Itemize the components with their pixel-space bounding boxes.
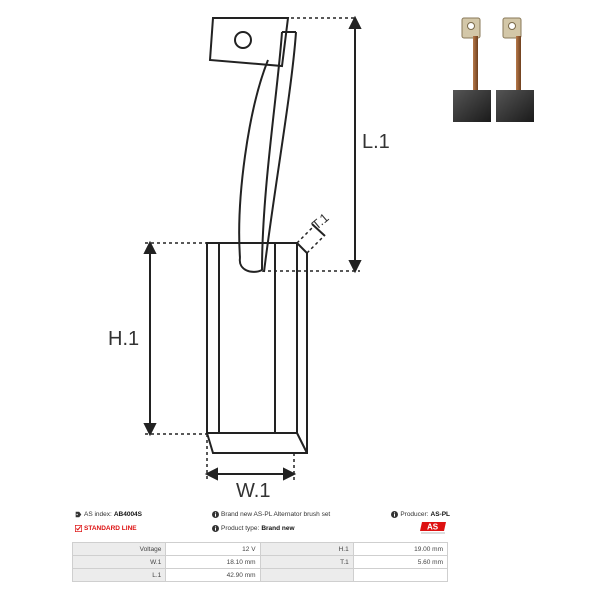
product-info-bar: AS index: AB4004S Brand new AS-PL Altern…: [75, 509, 450, 539]
table-row: W.1 18.10 mm T.1 5.60 mm: [71, 555, 449, 569]
terminal-hole: [234, 31, 252, 49]
producer-label: Producer:: [400, 511, 429, 518]
spec-value: 18.10 mm: [165, 555, 261, 569]
product-description: Brand new AS-PL Alternator brush set: [212, 511, 330, 518]
as-index-label: AS index:: [84, 511, 112, 518]
T1-dimension: [311, 223, 326, 237]
H1-label: H.1: [108, 328, 139, 350]
spec-key: T.1: [259, 555, 354, 569]
producer: Producer: AS-PL: [391, 511, 450, 518]
spec-value: 42.90 mm: [165, 568, 261, 582]
T1-label: T.1: [309, 210, 332, 233]
spec-key: [259, 568, 354, 582]
table-row: L.1 42.90 mm: [71, 568, 449, 582]
description-text: Brand new AS-PL Alternator brush set: [221, 511, 331, 518]
product-type-value: Brand new: [261, 525, 295, 532]
table-row: Voltage 12 V H.1 19.00 mm: [71, 542, 449, 556]
product-line: STANDARD LINE: [75, 525, 137, 532]
product-photo: [453, 17, 534, 122]
as-index-value: AB4004S: [113, 511, 143, 518]
logo-text: AS: [427, 523, 439, 532]
spec-value: 12 V: [165, 542, 261, 556]
terminal-tab: [208, 17, 290, 68]
spec-table: Voltage 12 V H.1 19.00 mm W.1 18.10 mm T…: [71, 542, 449, 582]
brush-photo-left: [453, 17, 491, 122]
W1-label: W.1: [236, 480, 270, 502]
spec-key: W.1: [71, 555, 167, 569]
spec-key: Voltage: [71, 542, 167, 556]
spec-value: [352, 568, 449, 582]
product-type: Product type: Brand new: [212, 525, 295, 532]
checkbox-icon: [75, 525, 82, 532]
L1-label: L.1: [362, 131, 390, 153]
product-type-label: Product type:: [221, 525, 260, 532]
product-line-text: STANDARD LINE: [84, 525, 137, 532]
spec-key: L.1: [71, 568, 167, 582]
info-icon: [212, 525, 219, 532]
as-index: AS index: AB4004S: [75, 511, 142, 518]
info-icon: [391, 511, 399, 518]
info-icon: [212, 511, 219, 518]
producer-value: AS-PL: [430, 511, 451, 518]
brush-photo-right: [496, 17, 534, 122]
shunt-wire: [261, 31, 283, 271]
technical-drawing: L.1 H.1 W.1 T.1: [108, 15, 390, 502]
spec-key: H.1: [259, 542, 354, 556]
as-pl-logo: AS: [420, 522, 446, 534]
spec-value: 19.00 mm: [352, 542, 449, 556]
tag-icon: [75, 511, 82, 518]
spec-value: 5.60 mm: [352, 555, 449, 569]
